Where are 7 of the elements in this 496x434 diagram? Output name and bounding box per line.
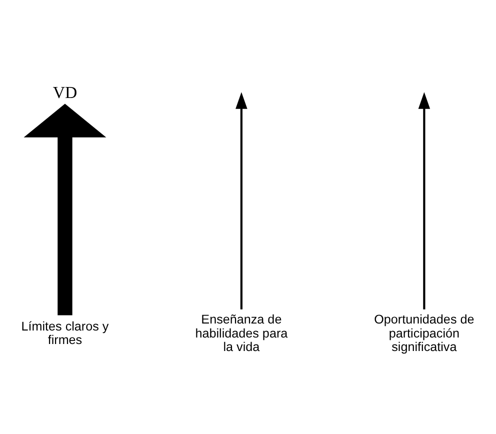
arrow — [24, 104, 106, 316]
arrow — [418, 92, 430, 310]
node-text: VD — [52, 83, 78, 102]
arrow — [236, 92, 248, 310]
node-text: Límites claros y firmes — [21, 320, 109, 348]
node-text: Enseñanza de habilidades para la vida — [195, 312, 288, 354]
node-text: Oportunidades de participación significativa — [374, 312, 474, 354]
